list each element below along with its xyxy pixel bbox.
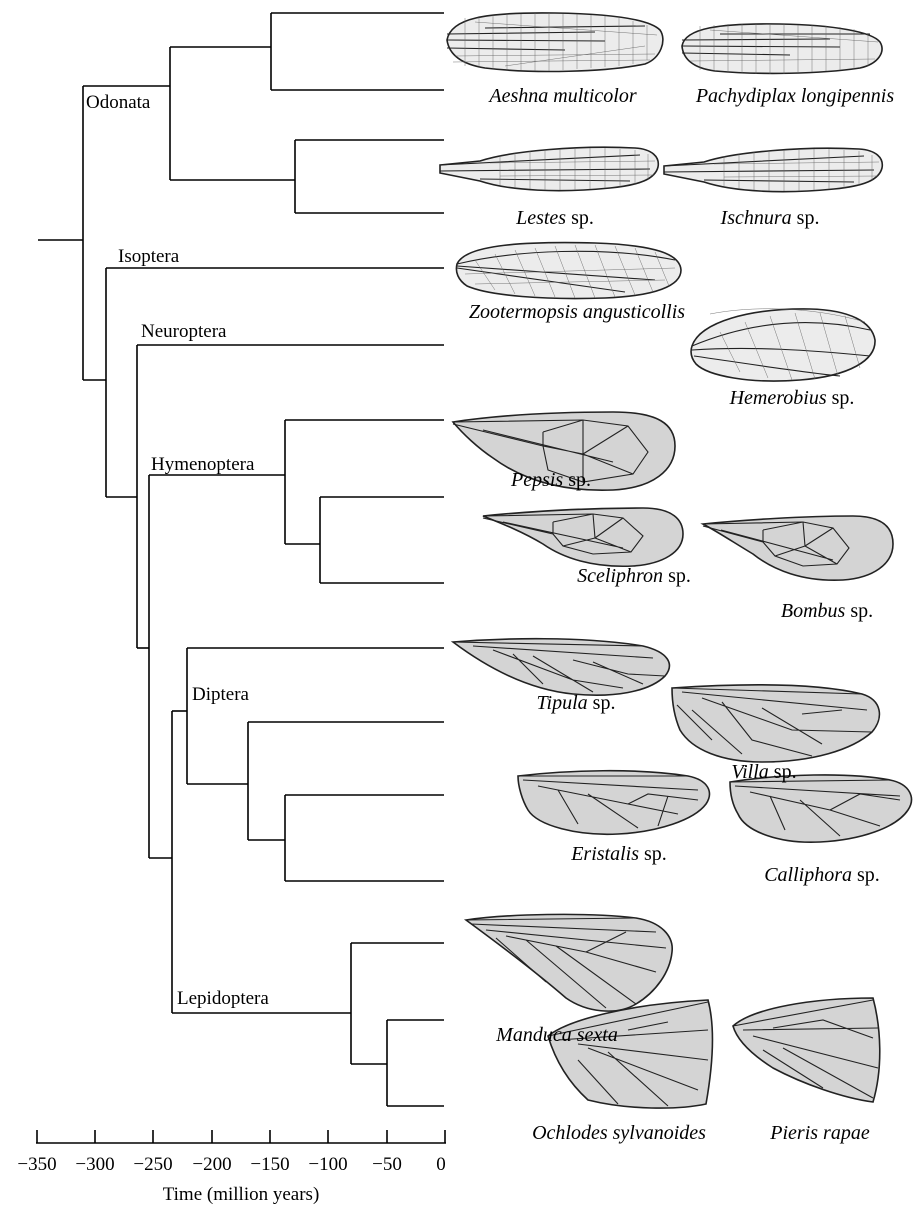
species-label-eristalis: Eristalis sp. <box>570 843 667 865</box>
axis-tick-label: −200 <box>192 1154 231 1175</box>
axis-tick-label: −250 <box>133 1154 172 1175</box>
wing-aeshna <box>447 13 663 72</box>
order-label-diptera: Diptera <box>192 684 250 705</box>
axis-tick-label: −150 <box>250 1154 289 1175</box>
species-label-manduca: Manduca sexta <box>495 1024 618 1046</box>
order-label-hymenoptera: Hymenoptera <box>151 454 255 475</box>
axis-tick-label: −50 <box>372 1154 402 1175</box>
order-label-neuroptera: Neuroptera <box>141 321 227 342</box>
phylogenetic-tree <box>38 13 444 1106</box>
order-labels: Odonata Isoptera Neuroptera Hymenoptera … <box>86 92 269 1009</box>
axis-tick-label: 0 <box>436 1154 446 1175</box>
species-label-pachydiplax: Pachydiplax longipennis <box>695 85 895 107</box>
wing-lestes <box>440 147 658 190</box>
species-label-ochlodes: Ochlodes sylvanoides <box>532 1122 706 1144</box>
wing-ischnura <box>664 148 882 191</box>
wing-bombus <box>703 516 893 580</box>
species-label-lestes: Lestes sp. <box>515 207 594 229</box>
wing-calliphora <box>730 775 911 842</box>
order-label-odonata: Odonata <box>86 92 151 113</box>
wing-ochlodes <box>548 1000 712 1108</box>
wing-eristalis <box>518 771 709 835</box>
wing-tipula <box>453 639 669 695</box>
wing-sceliphron <box>483 508 683 566</box>
species-label-zootermopsis: Zootermopsis angusticollis <box>469 301 685 323</box>
species-label-sceliphron: Sceliphron sp. <box>577 565 691 587</box>
species-label-pepsis: Pepsis sp. <box>510 469 591 491</box>
wing-pachydiplax <box>682 24 882 74</box>
wing-hemerobius <box>691 309 875 381</box>
axis-tick-label: −350 <box>17 1154 56 1175</box>
wing-zootermopsis <box>456 243 681 299</box>
axis-tick-label: −300 <box>75 1154 114 1175</box>
species-label-ischnura: Ischnura sp. <box>720 207 820 229</box>
wing-villa <box>672 685 879 762</box>
species-label-bombus: Bombus sp. <box>781 600 873 622</box>
order-label-isoptera: Isoptera <box>118 246 180 267</box>
species-label-aeshna: Aeshna multicolor <box>487 85 636 107</box>
species-label-hemerobius: Hemerobius sp. <box>729 387 855 409</box>
species-label-villa: Villa sp. <box>731 761 796 783</box>
wing-illustrations <box>440 13 911 1108</box>
axis-tick-label: −100 <box>308 1154 347 1175</box>
wing-manduca <box>466 914 672 1011</box>
species-label-tipula: Tipula sp. <box>537 692 616 714</box>
species-label-pieris: Pieris rapae <box>769 1122 870 1144</box>
wing-pieris <box>733 998 880 1102</box>
axis-title: Time (million years) <box>163 1184 320 1205</box>
order-label-lepidoptera: Lepidoptera <box>177 988 269 1009</box>
species-label-calliphora: Calliphora sp. <box>764 864 880 886</box>
time-axis: −350 −300 −250 −200 −150 −100 −50 0 Time… <box>17 1130 446 1205</box>
